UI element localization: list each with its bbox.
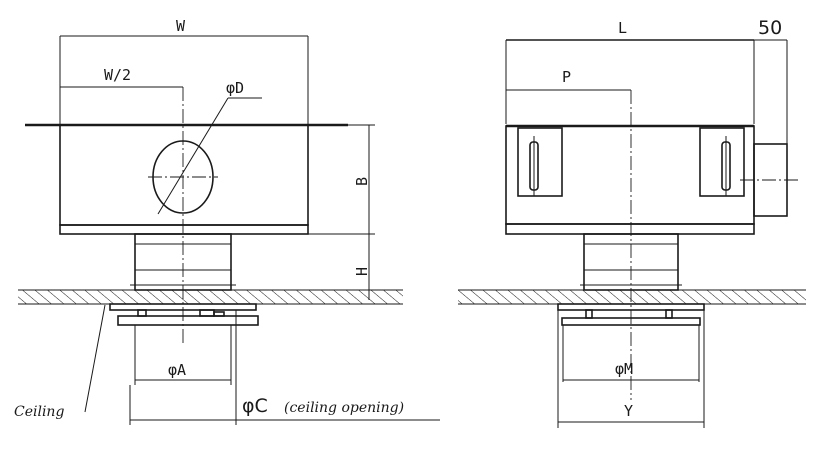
h-label: H [353,267,371,276]
box-bottom-plate [59,224,309,235]
grille-screw-right [213,311,225,317]
b-label: B [353,177,371,186]
front-view: W W/2 φD B H [14,17,440,425]
p-label: P [562,68,571,86]
ceiling-label: Ceiling [14,404,64,420]
side-view: L 50 P φM [458,17,806,428]
side-box-bottom-plate [505,223,755,235]
w-label: W [176,17,186,35]
side-ceiling-flange [557,303,705,311]
neck-cylinder [134,233,232,291]
side-screw-left [585,309,593,319]
l-label: L [618,19,627,37]
side-neck-cylinder [583,233,679,291]
side-screw-right [665,309,673,319]
phi-d-leader [157,97,229,215]
phi-d-label: φD [226,79,244,97]
right-side-panel [699,127,745,197]
box-body [59,124,309,226]
grille-screw-left [137,309,147,317]
y-label: Y [624,402,633,420]
side-box-body [505,125,755,225]
grille-plate [117,315,259,326]
grille-screw-center [199,309,215,317]
phi-a-label: φA [168,361,186,379]
side-grille-plate [561,317,701,326]
phi-m-label: φM [615,360,633,378]
ceiling-hatch-right [458,290,806,304]
ceiling-hatch-left [18,290,403,304]
phi-c-label: φC [242,395,268,417]
half-w-label: W/2 [104,66,131,84]
left-side-panel [517,127,563,197]
ceiling-flange [109,303,257,311]
ceiling-opening-label: (ceiling opening) [284,400,404,416]
offset-label: 50 [758,17,782,39]
ceiling-leader [84,304,106,413]
